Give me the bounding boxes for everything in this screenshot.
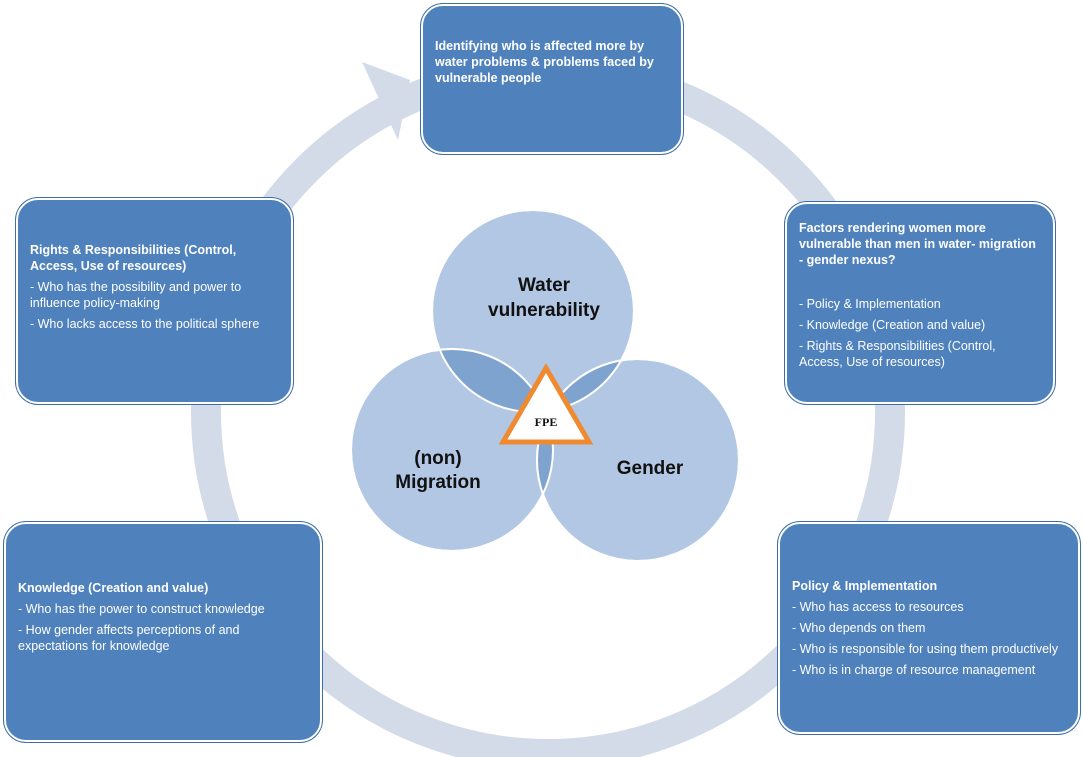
venn-label-migration-line1: (non) [414,448,461,469]
box-left-bottom-item: - How gender affects perceptions of and … [18,623,240,653]
venn-outline-gender [536,358,740,562]
cycle-arrowhead [362,62,410,140]
box-right-bottom-item: - Who depends on them [792,621,926,635]
venn-label-gender: Gender [617,458,684,479]
box-left-bottom-title: Knowledge (Creation and value) [18,581,209,595]
box-right-top-item: - Policy & Implementation [799,297,941,311]
box-right-top-title: Factors rendering women more vulnerable … [799,221,1036,267]
box-right-bottom-item: - Who has access to resources [792,600,964,614]
box-left-top-item: - Who has the possibility and power to i… [30,280,242,310]
venn-overlap-water-migration [432,349,553,412]
venn-outline-migration [350,348,554,552]
venn-label-migration-line2: Migration [395,472,481,493]
box-right-bottom-item: - Who is in charge of resource managemen… [792,663,1036,677]
fpe-label: FPE [535,415,558,429]
box-right-top-item: - Knowledge (Creation and value) [799,318,986,332]
venn-label-water-line2: vulnerability [488,300,600,321]
box-left-top-item: - Who lacks access to the political sphe… [30,317,260,331]
fpe-triangle [498,363,594,445]
box-identifying-affected: Identifying who is affected more by wate… [421,4,683,154]
box-left-bottom-item: - Who has the power to construct knowled… [18,602,265,616]
box-right-bottom-title: Policy & Implementation [792,579,938,593]
box-left-top-title: Rights & Responsibilities (Control, Acce… [30,243,237,273]
venn-diagram: Water vulnerability (non) Migration Gend… [350,209,740,562]
box-right-bottom-item: - Who is responsible for using them prod… [792,642,1059,656]
box-rights-responsibilities: Rights & Responsibilities (Control, Acce… [16,198,293,404]
venn-label-water-line1: Water [518,275,571,296]
box-knowledge: Knowledge (Creation and value) - Who has… [4,522,322,742]
box-top-title: Identifying who is affected more by wate… [435,38,654,85]
box-policy-implementation: Policy & Implementation - Who has access… [778,522,1080,734]
box-right-top-item: - Rights & Responsibilities (Control, Ac… [799,339,996,369]
box-vulnerability-factors: Factors rendering women more vulnerable … [785,202,1055,404]
